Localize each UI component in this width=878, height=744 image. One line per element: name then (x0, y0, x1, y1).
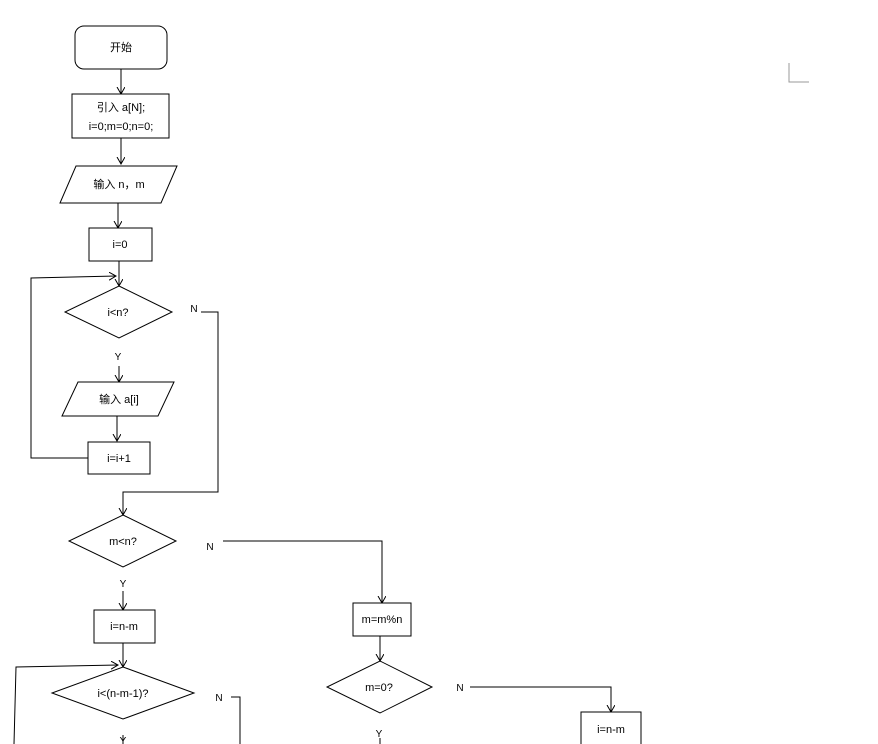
input-ai-label: 输入 a[i] (99, 392, 139, 406)
no-label-1: N (190, 304, 197, 315)
cond-m-lt-n-diamond (67, 514, 178, 568)
set-i0-label: i=0 (113, 239, 128, 251)
set-m-mod-n-box (352, 602, 412, 637)
set-i-nm-left-box (93, 609, 156, 644)
no-label-2: N (206, 542, 213, 553)
set-m-mod-n-label: m=m%n (362, 614, 403, 626)
start-label: 开始 (110, 40, 132, 54)
init-process-box (71, 93, 170, 139)
connectors (13, 69, 611, 744)
input-nm-parallelogram (59, 165, 178, 204)
yes-label-4: Y (376, 729, 383, 740)
cond-m-lt-n-label: m<n? (109, 536, 137, 548)
cond-i-lt-nm1-label: i<(n-m-1)? (97, 688, 148, 700)
start-terminal (74, 25, 168, 70)
no-label-3: N (215, 693, 222, 704)
set-i0-box (88, 227, 153, 262)
set-i-nm-left-label: i=n-m (110, 621, 138, 633)
input-ai-parallelogram (61, 381, 175, 417)
cond-i-lt-n-diamond (63, 285, 174, 339)
cond-m-eq-0-label: m=0? (365, 682, 393, 694)
cond-m-eq-0-diamond (325, 660, 434, 714)
yes-label-3: Y (120, 736, 127, 744)
cond-i-lt-n-label: i<n? (107, 307, 128, 319)
set-i-nm-right-box (580, 711, 642, 744)
no-label-4: N (456, 683, 463, 694)
yes-label-2: Y (120, 579, 127, 590)
incr-i-label: i=i+1 (107, 453, 131, 465)
init-label-line1: 引入 a[N]; (97, 100, 145, 114)
set-i-nm-right-label: i=n-m (597, 724, 625, 736)
yes-label-1: Y (115, 352, 122, 363)
incr-i-box (87, 441, 151, 475)
page-corner-mark (788, 63, 809, 83)
cond-i-lt-nm1-diamond (50, 666, 196, 720)
input-nm-label: 输入 n，m (93, 177, 144, 191)
init-label-line2: i=0;m=0;n=0; (89, 121, 154, 133)
